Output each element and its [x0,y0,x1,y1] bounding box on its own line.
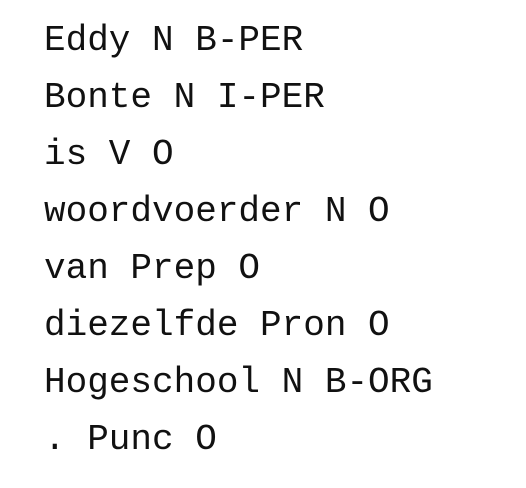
token-line: Bonte N I-PER [44,77,325,118]
token-line: diezelfde Pron O [44,305,390,346]
token-tag-listing: Eddy N B-PER Bonte N I-PER is V O woordv… [44,12,514,468]
token-line: . Punc O [44,419,217,460]
token-line: is V O [44,134,174,175]
token-line: Eddy N B-PER [44,20,304,61]
token-line: Hogeschool N B-ORG [44,362,433,403]
token-line: van Prep O [44,248,261,289]
token-line: woordvoerder N O [44,191,390,232]
